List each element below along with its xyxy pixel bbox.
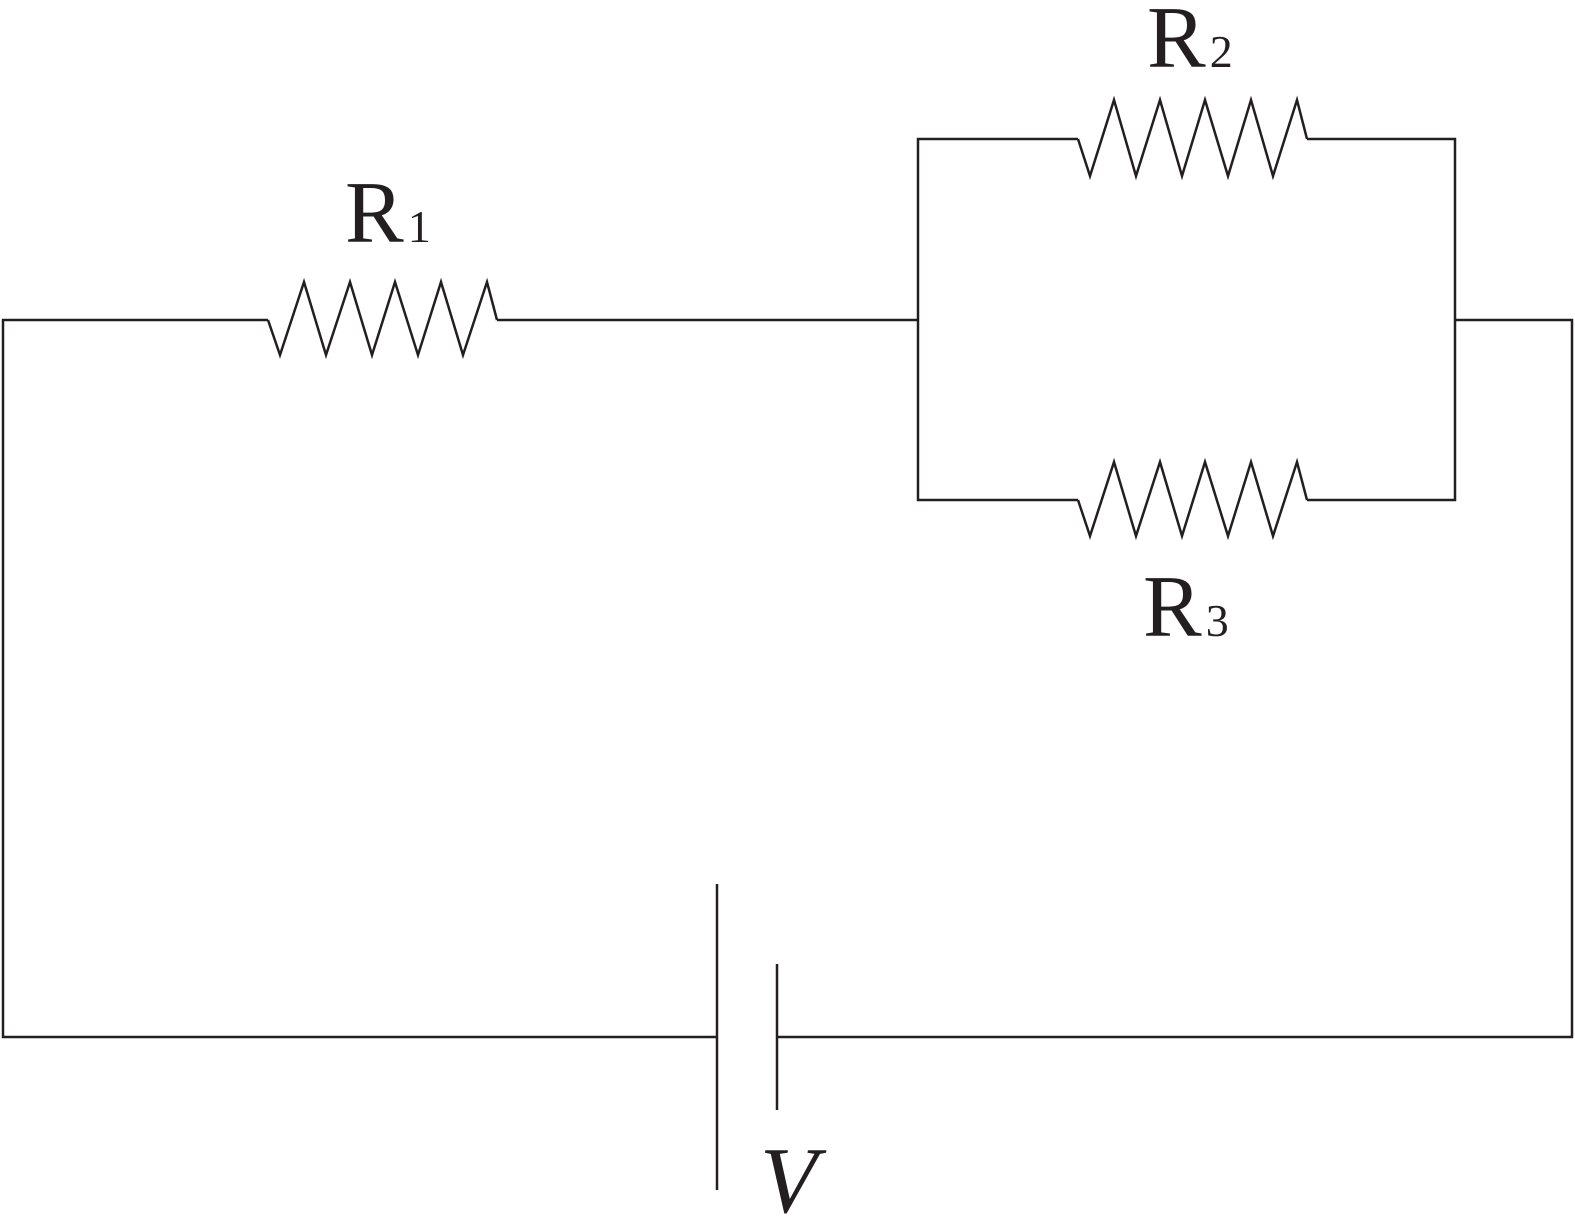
- label-battery-v: V: [760, 1129, 827, 1219]
- label-r2: R2: [1147, 0, 1233, 87]
- label-r1: R1: [345, 165, 431, 262]
- wire-left-top: [1, 318, 717, 1039]
- resistor-r3: [1076, 457, 1309, 541]
- label-r3: R3: [1143, 559, 1229, 656]
- wire-parallel-right-rail: [1307, 137, 1457, 502]
- resistor-r1: [266, 277, 499, 360]
- resistor-r2: [1076, 95, 1309, 181]
- wire-parallel-left-rail: [916, 137, 1078, 502]
- wire-right-loop: [777, 318, 1574, 1039]
